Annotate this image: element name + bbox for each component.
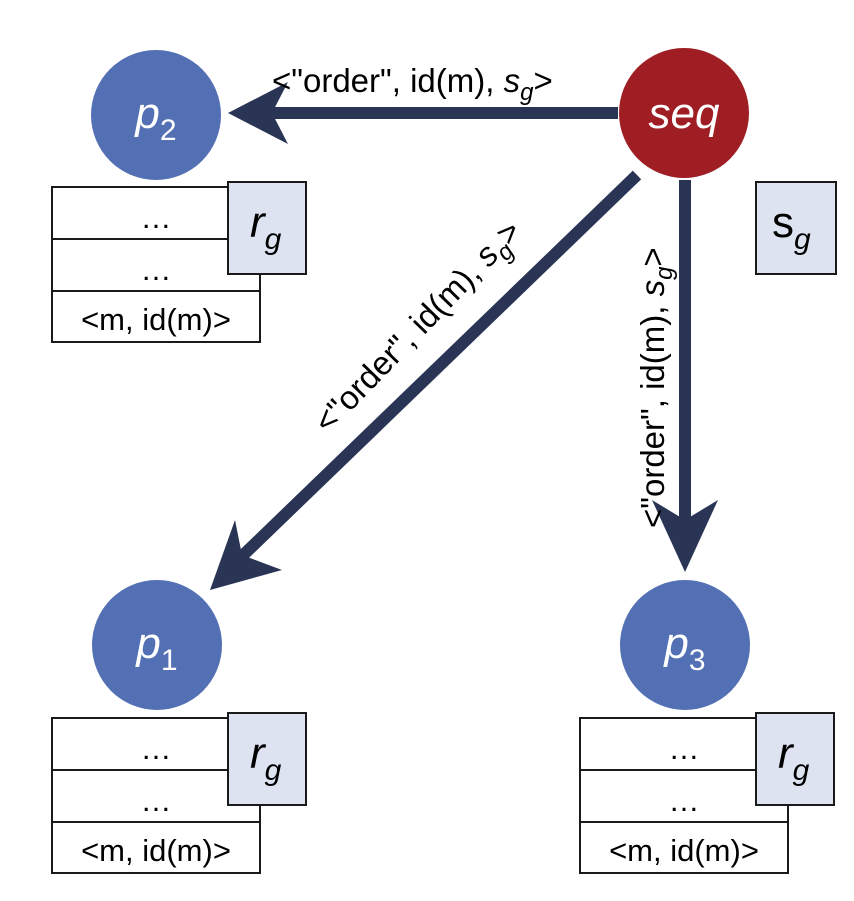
- message-label-to-p3: <"order", id(m), sg>: [634, 247, 678, 528]
- register-row: …: [141, 731, 172, 766]
- node-p2-label: p2: [133, 89, 176, 147]
- register-p2: … … <m, id(m)> rg: [51, 181, 307, 343]
- register-p3: … … <m, id(m)> rg: [579, 712, 835, 874]
- arrow-seq-to-p2: [228, 82, 618, 144]
- register-row: <m, id(m)>: [81, 302, 231, 337]
- node-p1-label: p1: [134, 619, 177, 677]
- register-p1: … … <m, id(m)> rg: [51, 712, 307, 874]
- register-label: rg: [778, 729, 810, 787]
- register-row: …: [141, 200, 172, 235]
- node-seq: seq: [619, 48, 749, 178]
- register-row: …: [141, 252, 172, 287]
- register-row: …: [669, 783, 700, 818]
- register-row: …: [669, 731, 700, 766]
- arrow-seq-to-p3: [652, 180, 718, 572]
- node-p3: p3: [620, 580, 750, 710]
- sequence-state-box: sg: [755, 181, 837, 275]
- register-row: <m, id(m)>: [81, 833, 231, 868]
- node-p3-label: p3: [662, 619, 705, 677]
- node-p1: p1: [92, 580, 222, 710]
- message-label-to-p1: <"order", id(m), sg>: [306, 212, 533, 444]
- node-p2: p2: [91, 50, 221, 180]
- node-seq-label: seq: [649, 89, 720, 138]
- register-row: …: [141, 783, 172, 818]
- register-label: rg: [250, 198, 282, 256]
- register-row: <m, id(m)>: [609, 833, 759, 868]
- arrow-seq-to-p1: [210, 170, 642, 590]
- message-label-to-p2: <"order", id(m), sg>: [272, 62, 553, 106]
- register-label: rg: [250, 729, 282, 787]
- sequence-state-label: sg: [772, 198, 811, 256]
